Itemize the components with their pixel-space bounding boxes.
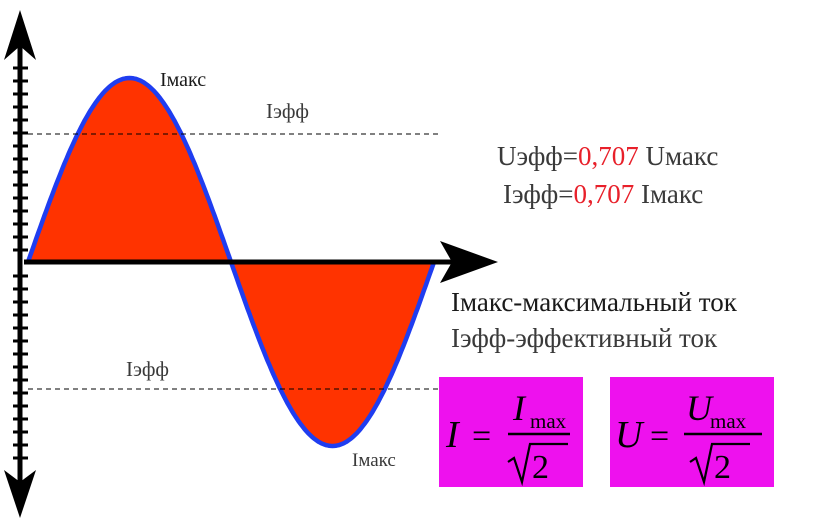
y-axis-arrowhead-bottom xyxy=(4,470,36,518)
svg-text:U: U xyxy=(615,414,645,456)
svg-text:=: = xyxy=(472,418,491,455)
peak-bottom-label: Iмакс xyxy=(352,450,396,471)
svg-text:I: I xyxy=(445,414,461,456)
legend-max-current: Iмакс-максимальный ток xyxy=(451,287,738,317)
i-eff-formula: Iэфф=0,707 Iмакс xyxy=(503,179,703,209)
svg-text:=: = xyxy=(650,418,669,455)
peak-top-label: Iмакс xyxy=(160,69,206,91)
svg-text:I: I xyxy=(512,388,527,428)
svg-text:U: U xyxy=(686,388,714,428)
positive-half-area xyxy=(28,78,434,262)
svg-text:max: max xyxy=(530,409,567,433)
effective-bottom-label: Iэфф xyxy=(126,357,169,381)
x-axis-arrowhead xyxy=(440,241,498,283)
effective-top-label: Iэфф xyxy=(266,99,309,123)
formula-box-u: U = U max 2 xyxy=(610,377,774,487)
svg-text:max: max xyxy=(710,409,747,433)
u-eff-formula: Uэфф=0,707 Uмакс xyxy=(497,141,718,171)
formula-box-i: I = I max 2 xyxy=(439,377,583,487)
y-axis-ticks xyxy=(13,66,28,460)
svg-text:2: 2 xyxy=(532,449,549,486)
negative-half-area xyxy=(28,262,434,446)
svg-text:2: 2 xyxy=(714,449,731,486)
y-axis-arrowhead-top xyxy=(4,10,36,60)
legend-eff-current: Iэфф-эффективный ток xyxy=(451,323,718,353)
